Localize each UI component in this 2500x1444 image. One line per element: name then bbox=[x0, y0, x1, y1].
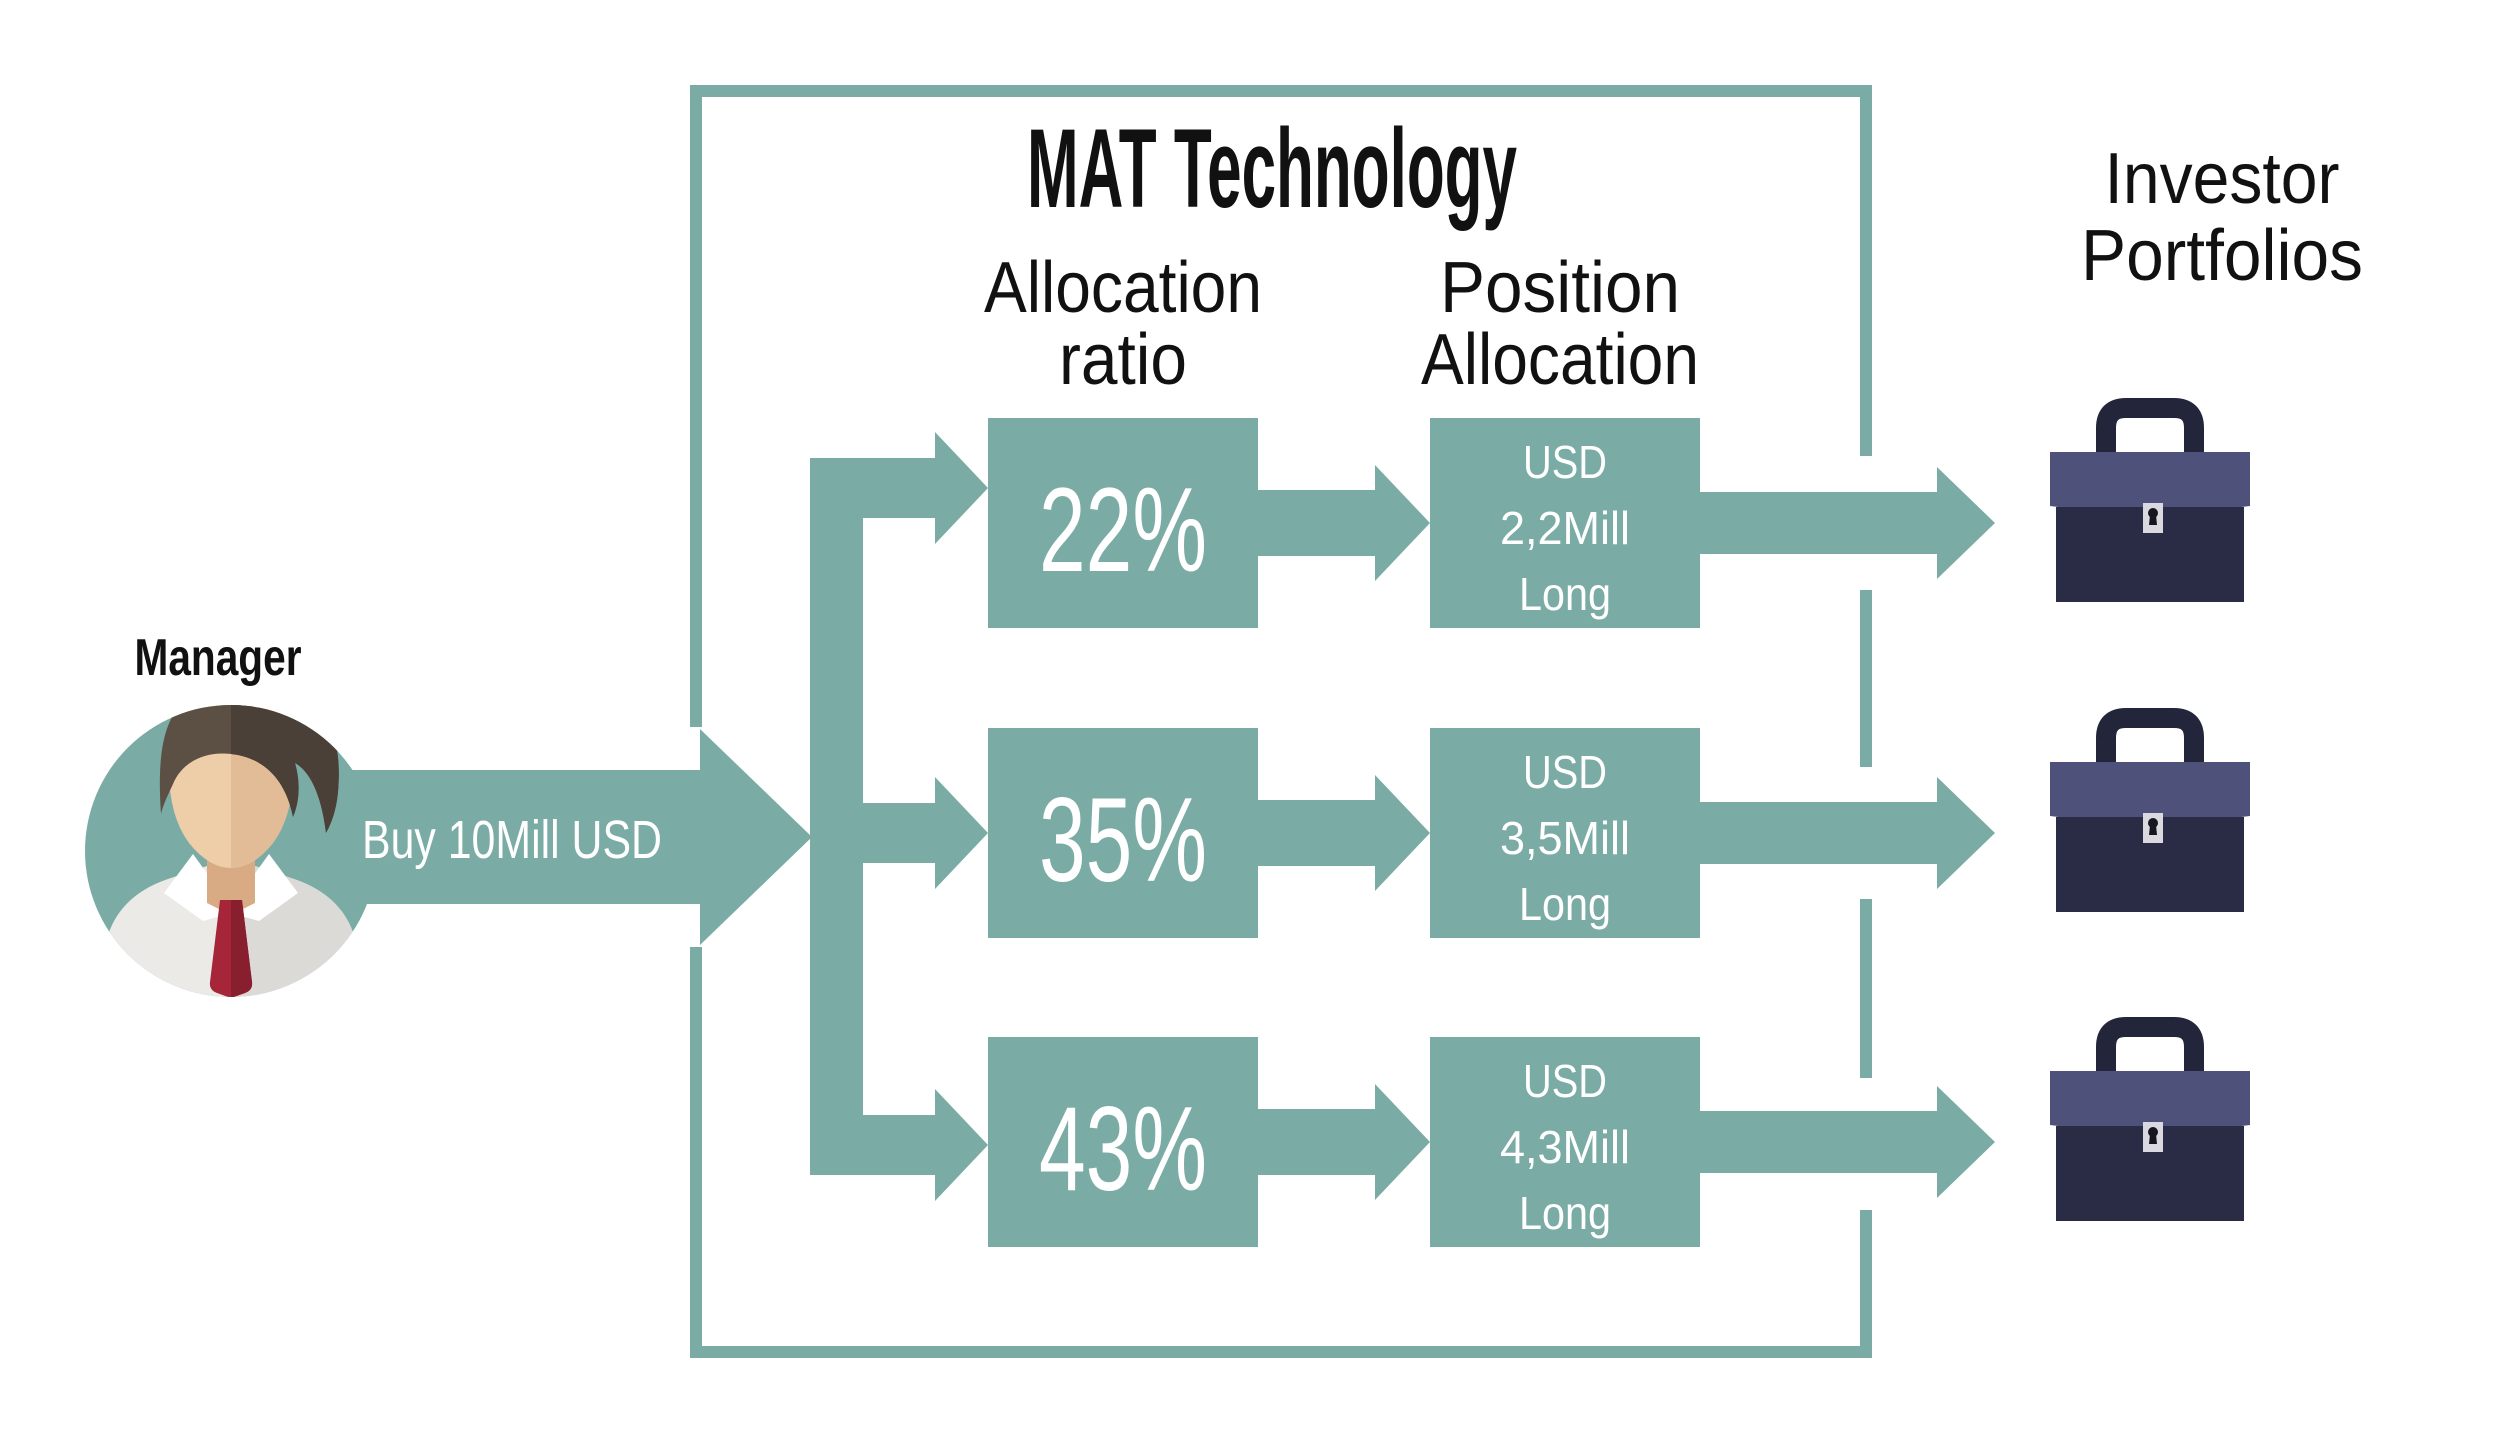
position-value-3-line3: Long bbox=[1519, 1187, 1611, 1239]
position-value-2-line1: USD bbox=[1523, 746, 1607, 798]
manager-label: Manager bbox=[135, 629, 302, 687]
position-box-3 bbox=[1430, 1037, 1700, 1247]
branch-arrow-3 bbox=[863, 1089, 988, 1201]
ratio-box-3 bbox=[988, 1037, 1258, 1247]
ratio-to-position-arrow-3 bbox=[1258, 1084, 1430, 1200]
ratio-column-header-line1: Allocation bbox=[984, 248, 1262, 328]
manager-avatar bbox=[100, 705, 362, 997]
buy-amount-label: Buy 10Mill USD bbox=[362, 810, 662, 870]
position-value-2-line3: Long bbox=[1519, 878, 1611, 930]
position-value-1-line1: USD bbox=[1523, 436, 1607, 488]
position-to-portfolio-arrow-3 bbox=[1700, 1086, 1995, 1198]
position-value-3-line1: USD bbox=[1523, 1055, 1607, 1107]
portfolios-label-line1: Investor bbox=[2105, 139, 2340, 219]
diagram-title: MAT Technology bbox=[1027, 106, 1517, 231]
ratio-value-2: 35% bbox=[1039, 773, 1207, 907]
position-value-2-line2: 3,5Mill bbox=[1500, 812, 1630, 864]
position-to-portfolio-arrow-2 bbox=[1700, 777, 1995, 889]
position-column-header-line1: Position bbox=[1440, 248, 1680, 328]
position-value-3-line2: 4,3Mill bbox=[1500, 1121, 1630, 1173]
ratio-value-3: 43% bbox=[1039, 1082, 1207, 1216]
ratio-box-2 bbox=[988, 728, 1258, 938]
position-value-1-line3: Long bbox=[1519, 568, 1611, 620]
split-trunk bbox=[810, 458, 863, 1175]
ratio-to-position-arrow-2 bbox=[1258, 775, 1430, 891]
manager-buy-arrow bbox=[350, 729, 812, 945]
branch-arrow-2 bbox=[863, 777, 988, 889]
ratio-to-position-arrow-1 bbox=[1258, 465, 1430, 581]
avatar-tie-shadow bbox=[231, 900, 253, 997]
position-value-1-line2: 2,2Mill bbox=[1500, 502, 1630, 554]
ratio-box-1 bbox=[988, 418, 1258, 628]
position-box-2 bbox=[1430, 728, 1700, 938]
flow-shapes bbox=[85, 418, 1995, 1247]
branch-arrow-1 bbox=[863, 432, 988, 544]
position-box-1 bbox=[1430, 418, 1700, 628]
position-to-portfolio-arrow-1 bbox=[1700, 467, 1995, 579]
position-column-header-line2: Allocation bbox=[1421, 320, 1699, 400]
portfolios-label-line2: Portfolios bbox=[2081, 216, 2363, 296]
ratio-value-1: 22% bbox=[1039, 463, 1207, 597]
ratio-column-header-line2: ratio bbox=[1059, 320, 1187, 400]
mat-box-border bbox=[690, 85, 1872, 1358]
